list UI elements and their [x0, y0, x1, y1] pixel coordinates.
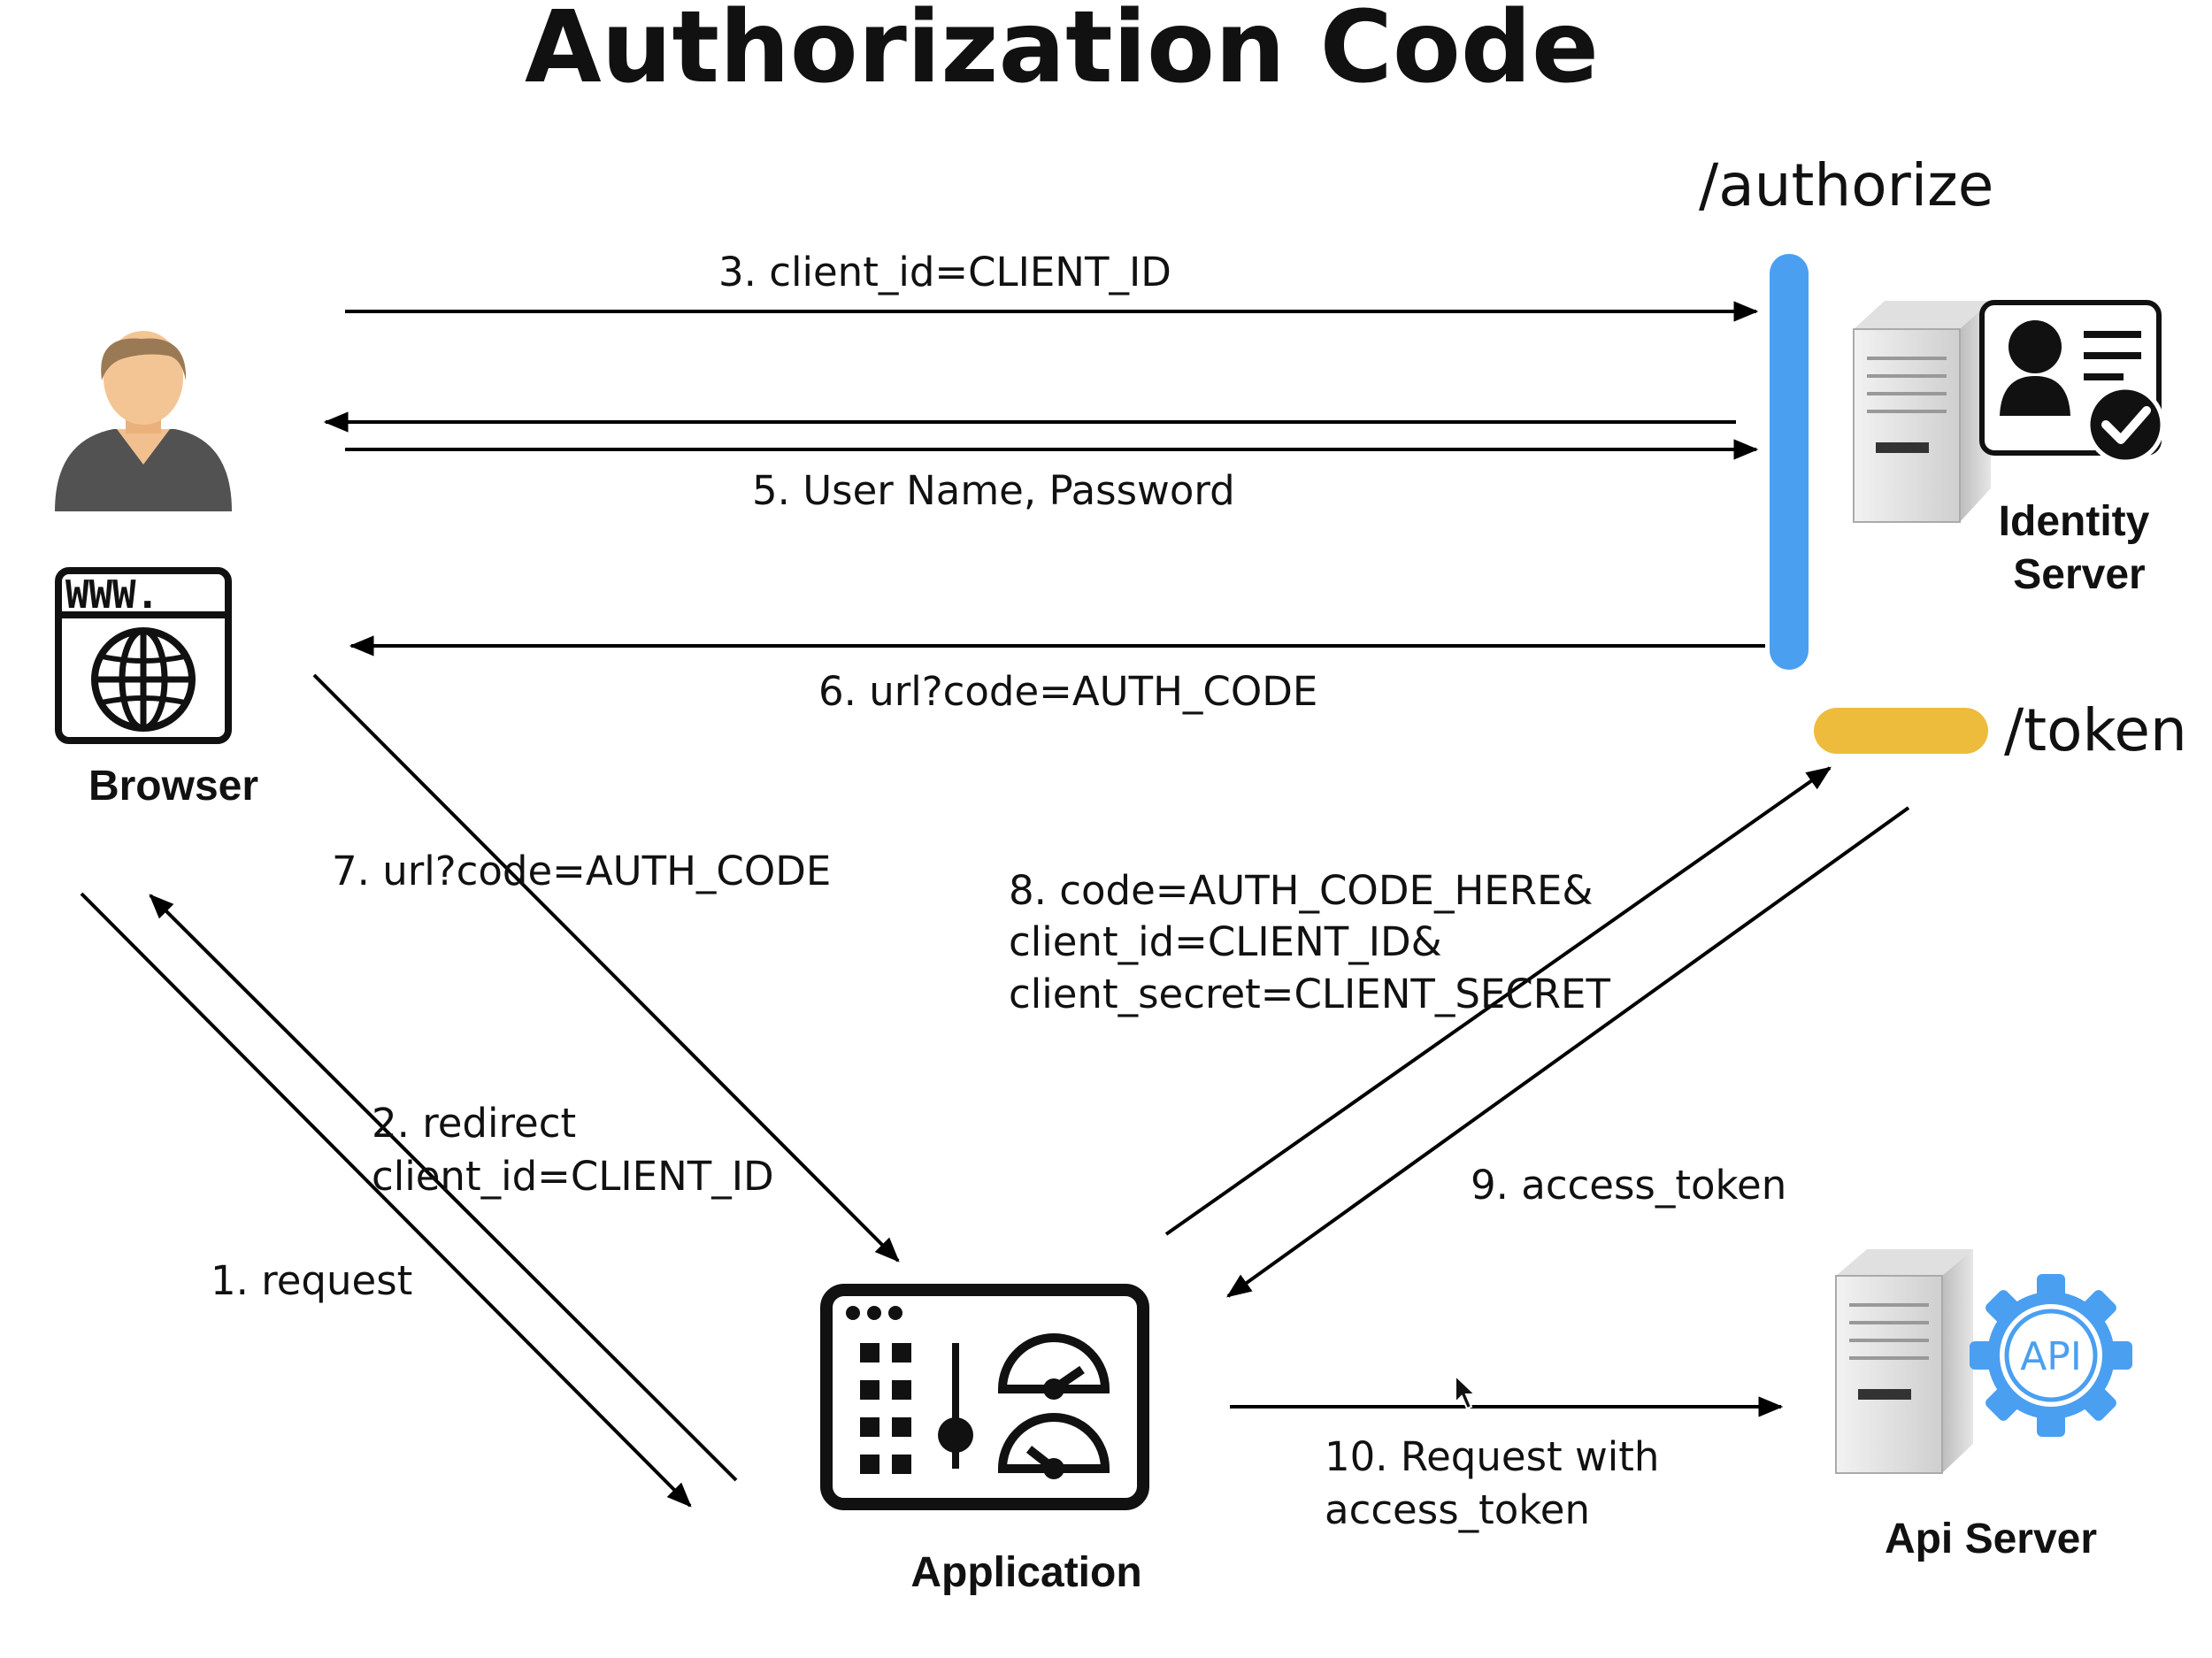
step-10-label-line2: access_token — [1325, 1486, 1590, 1533]
mouse-cursor-icon — [1455, 1373, 1478, 1410]
api-server-icon — [1835, 1249, 1973, 1474]
application-label: Application — [910, 1549, 1141, 1596]
browser-globe-icon: WWW. — [55, 567, 232, 744]
api-gear-icon: API — [1970, 1274, 2132, 1437]
browser-label: Browser — [88, 763, 258, 810]
dashboard-app-icon — [820, 1284, 1149, 1510]
api-server-label: Api Server — [1885, 1516, 2097, 1562]
step-9-label: 9. access_token — [1471, 1162, 1786, 1209]
token-endpoint-label: /token — [2004, 696, 2187, 764]
step-10-label-line1: 10. Request with — [1325, 1433, 1659, 1480]
step-3-label: 3. client_id=CLIENT_ID — [718, 249, 1171, 296]
id-card-check-icon — [1979, 300, 2165, 464]
step-1-label: 1. request — [211, 1257, 412, 1304]
arrow-step-7 — [312, 673, 900, 1263]
step-2-label-line1: 2. redirect — [372, 1100, 576, 1147]
user-icon — [55, 331, 232, 511]
step-6-label: 6. url?code=AUTH_CODE — [818, 668, 1317, 715]
authorize-endpoint-bar — [1770, 254, 1809, 670]
step-7-label: 7. url?code=AUTH_CODE — [332, 848, 831, 894]
step-2-label-line2: client_id=CLIENT_ID — [372, 1153, 774, 1200]
arrow-step-9 — [1226, 806, 1910, 1298]
api-icon-text: API — [2020, 1334, 2082, 1379]
token-endpoint-bar — [1814, 708, 1988, 754]
diagram-title: Authorization Code — [525, 0, 1599, 105]
arrow-step-2 — [149, 894, 738, 1482]
server-icon — [1853, 301, 1991, 523]
step-5-label: 5. User Name, Password — [752, 467, 1235, 514]
browser-icon-text: WWW. — [65, 572, 159, 618]
identity-server-label-line1: Identity — [1999, 498, 2150, 545]
authorize-endpoint-label: /authorize — [1699, 151, 1993, 219]
arrow-step-1 — [80, 892, 692, 1508]
identity-server-label-line2: Server — [2013, 551, 2145, 598]
step-8-label-line1: 8. code=AUTH_CODE_HERE& — [1009, 867, 1594, 914]
step-8-label-line2: client_id=CLIENT_ID& — [1009, 918, 1442, 965]
step-8-label-line3: client_secret=CLIENT_SECRET — [1009, 971, 1610, 1017]
arrow-step-8 — [1164, 766, 1832, 1236]
